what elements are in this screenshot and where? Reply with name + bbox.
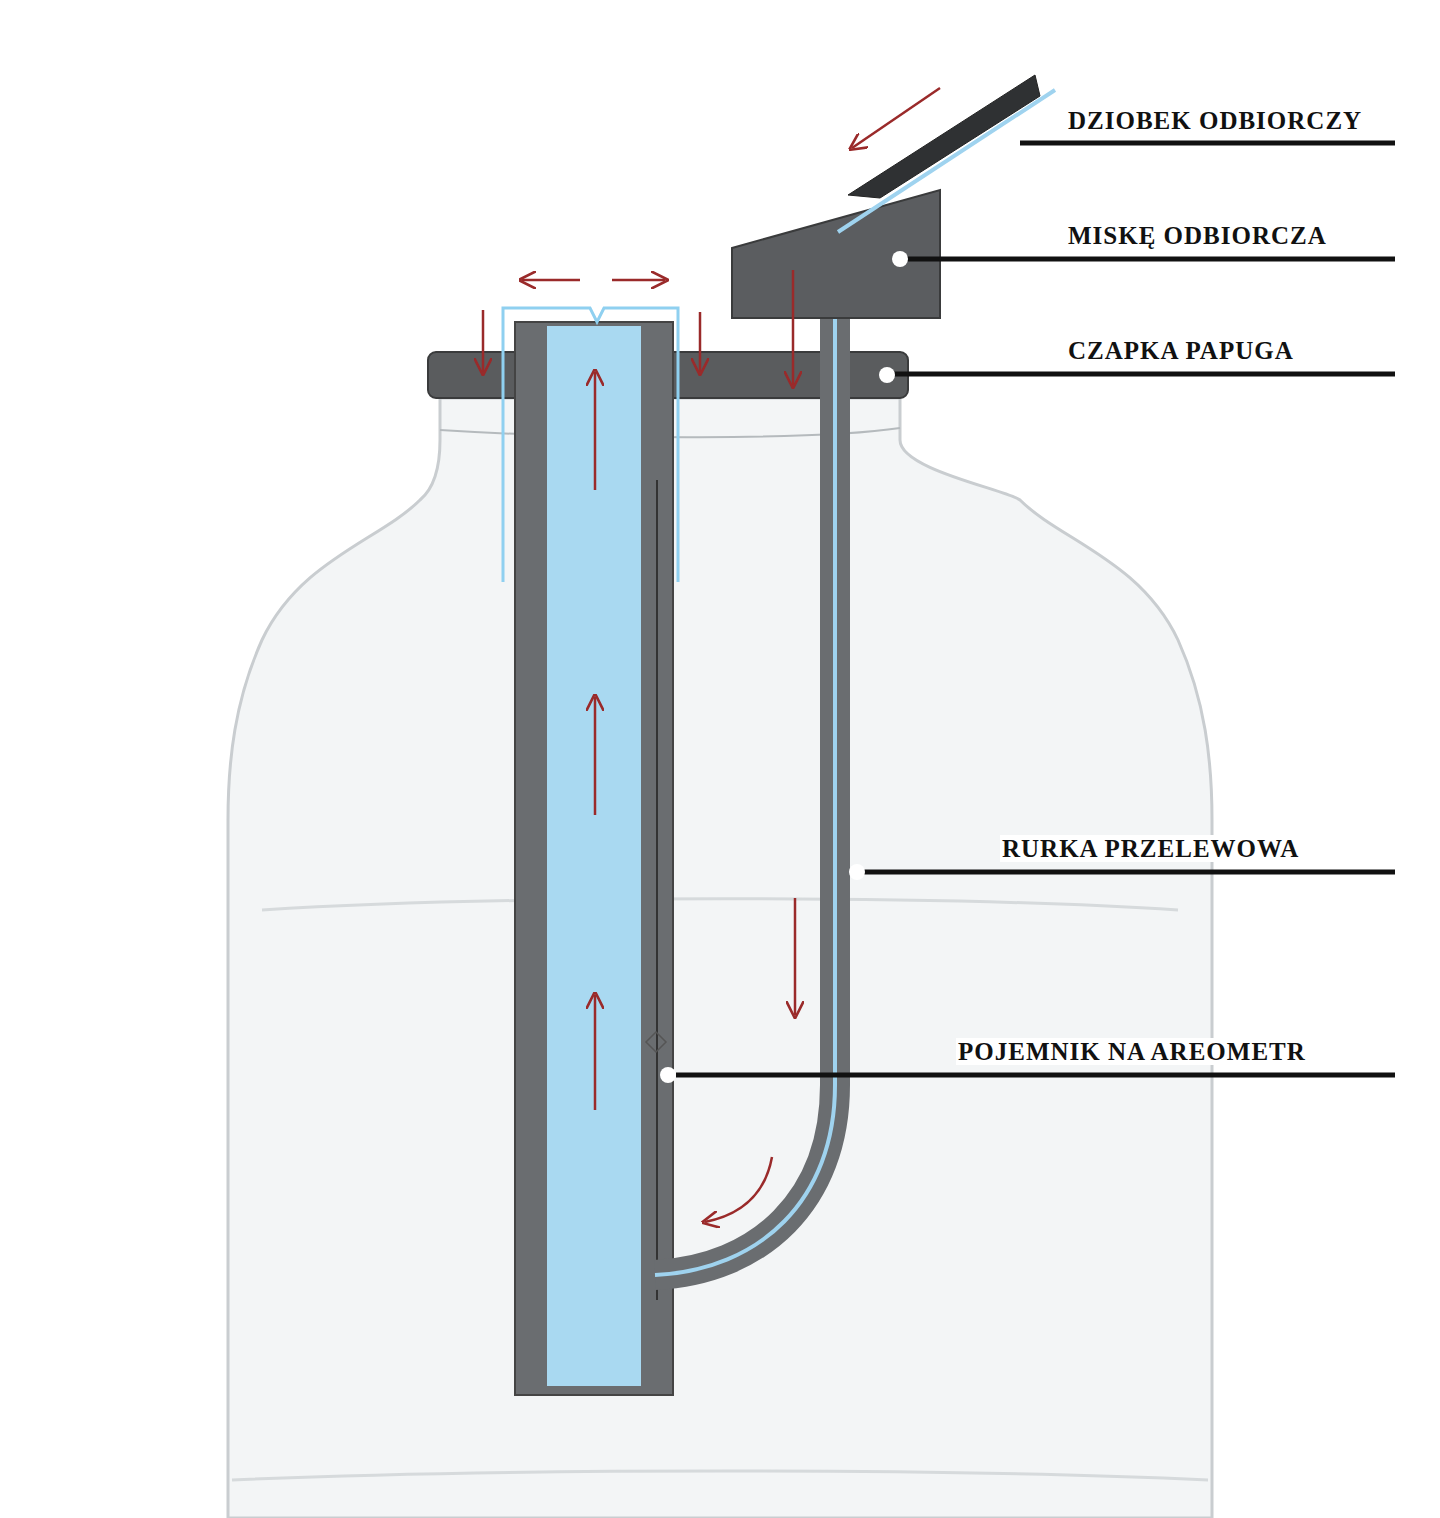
collecting-spout — [848, 75, 1040, 198]
hydrometer-liquid — [547, 326, 641, 1386]
hydrometer-container — [515, 322, 673, 1395]
diamond-mark — [646, 1032, 666, 1052]
flow-arrows — [483, 88, 940, 1222]
part-label: POJEMNIK NA AREOMETR — [956, 1038, 1308, 1065]
collecting-bowl — [732, 190, 940, 318]
glass-highlight — [232, 1471, 1208, 1480]
part-label: DZIOBEK ODBIORCZY — [1066, 107, 1364, 134]
overflow-tube-core — [655, 318, 835, 1275]
container-top-cap — [503, 308, 678, 582]
spout-flow — [838, 90, 1055, 232]
glass-jar — [228, 398, 1212, 1518]
part-label: CZAPKA PAPUGA — [1066, 337, 1296, 364]
part-label: MISKĘ ODBIORCZA — [1066, 222, 1329, 249]
leader-lines — [660, 136, 1395, 1083]
overflow-tube — [655, 318, 835, 1275]
glass-highlight — [262, 899, 1178, 910]
container-seam — [656, 480, 658, 1300]
part-label: RURKA PRZELEWOWA — [1000, 835, 1301, 862]
